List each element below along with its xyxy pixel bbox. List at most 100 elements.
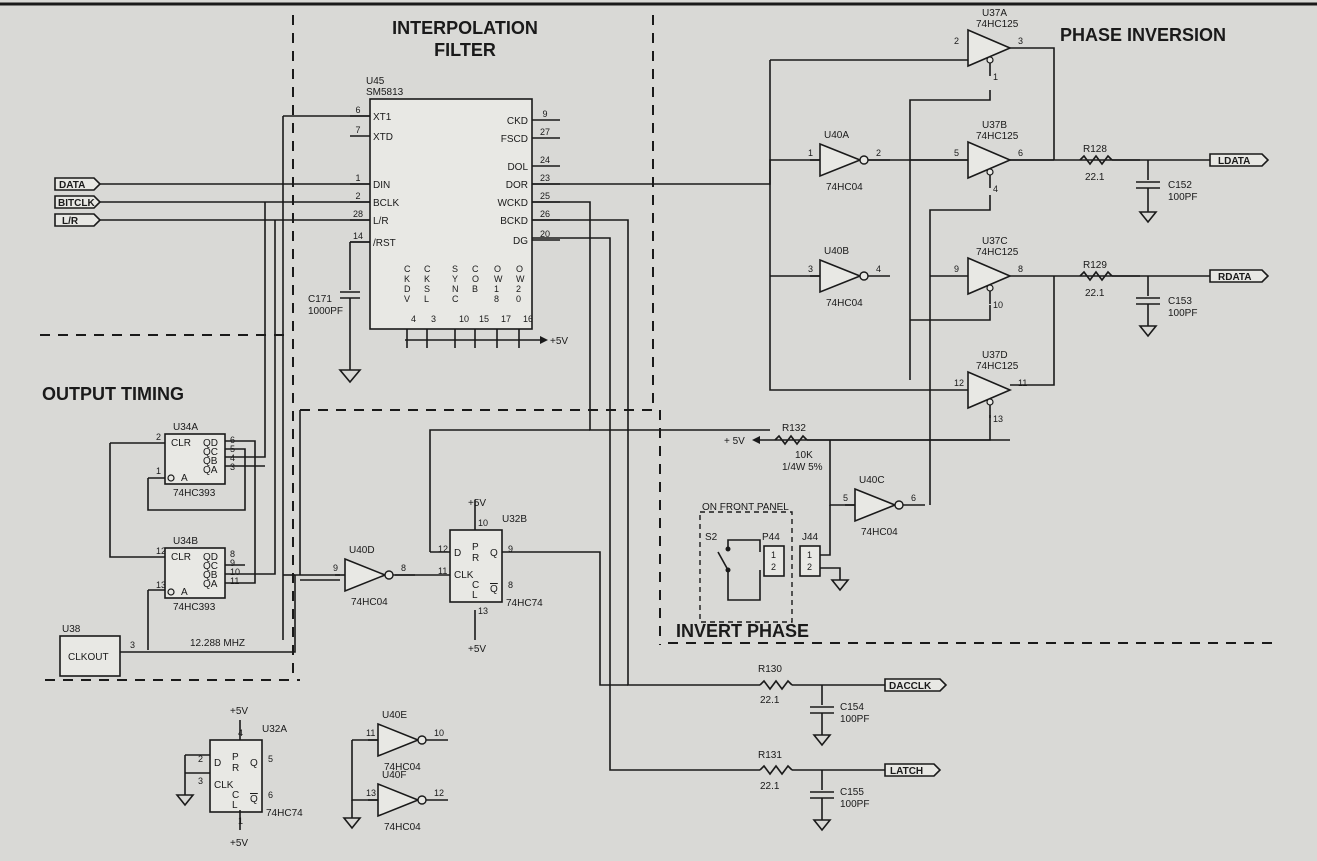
flipflop-pin-d: 12: [438, 544, 448, 554]
counter-wiring: [109, 202, 276, 650]
u45-bottom-pin-char: 0: [516, 294, 521, 304]
inverter-ref: U40A: [824, 130, 849, 141]
j44-connector: [799, 545, 821, 577]
section-title-invert-phase: INVERT PHASE: [676, 621, 809, 641]
flipflop-q: Q: [250, 758, 258, 769]
r132-ref: R132: [782, 423, 806, 434]
inverter-bubble: [859, 271, 869, 281]
inverter-ref: U40F: [382, 770, 406, 781]
output-label-rdata: RDATA: [1218, 272, 1252, 283]
counter-clock-bubble: [167, 474, 175, 482]
counter-clr-pin: 2: [156, 432, 161, 442]
counter-q-name: QD: [203, 438, 218, 449]
inverter-ref: U40E: [382, 710, 407, 721]
inverter-part: 74HC04: [826, 298, 863, 309]
flipflop-pin-q: 5: [268, 754, 273, 764]
inverter-pin-out: 8: [401, 563, 406, 573]
counter-q-pin: 11: [230, 576, 239, 586]
section-title-phase-inversion: PHASE INVERSION: [1060, 25, 1226, 45]
r130-ref: R130: [758, 664, 782, 675]
u38-body: [59, 635, 121, 677]
r130-val: 22.1: [760, 695, 780, 706]
u45-bottom-pin-char: 8: [494, 294, 499, 304]
buffer-pin-in: 5: [954, 148, 959, 158]
u45-right-pin-num: 20: [540, 229, 550, 239]
flipflop-r: R: [232, 763, 239, 774]
u45-left-pin-num: 14: [353, 231, 363, 241]
u32a-vcc-top: +5V: [230, 706, 248, 717]
u45-interpolation-filter: U45 SM5813 6XT17XTD1DIN2BCLK28L/R14/RST …: [282, 76, 1054, 771]
inverter-bubble: [417, 735, 427, 745]
buffer-pin-out: 3: [1018, 36, 1023, 46]
u38-ref: U38: [62, 624, 81, 635]
ground-icon: [830, 579, 850, 592]
flipflop-ref: U32A: [262, 724, 287, 735]
counter-body: [164, 547, 226, 599]
counter-q-pin: 3: [230, 462, 235, 472]
c155-ref: C155: [840, 787, 864, 798]
input-flag-data: [54, 177, 102, 191]
front-panel-switch: ON FRONT PANEL S2 P44 1 2 J44 1 2: [699, 502, 850, 623]
buffer-enable-bubble: [986, 168, 994, 176]
u45-bottom-pin-char: O: [472, 274, 479, 284]
u45-bottom-pin-char: N: [452, 284, 459, 294]
u45-left-pin-num: 2: [355, 191, 360, 201]
counter-q-name: QB: [203, 456, 218, 467]
buffer-ref: U37A: [982, 8, 1007, 19]
counter-body: [164, 433, 226, 485]
r129-ref: R129: [1083, 260, 1107, 271]
c171-val: 1000PF: [308, 306, 343, 317]
buffer-enable-bubble: [986, 284, 994, 292]
buffer-pin-en: 4: [993, 184, 998, 194]
u45-bottom-pin-char: C: [404, 264, 411, 274]
u45-bottom-pin-char: O: [494, 264, 501, 274]
ground-icon: [1138, 211, 1158, 224]
flipflop-q: Q: [490, 548, 498, 559]
flipflop-p: P: [232, 752, 239, 763]
buffer-pin-out: 8: [1018, 264, 1023, 274]
u45-bottom-pin-char: K: [424, 274, 430, 284]
output-flag-rdata: [1209, 269, 1270, 283]
s2-ref: S2: [705, 532, 718, 543]
inverter-part: 74HC04: [861, 527, 898, 538]
p44-pin2: 2: [771, 562, 776, 572]
output-label-latch: LATCH: [890, 766, 923, 777]
u45-left-pin-name: L/R: [373, 216, 389, 227]
u45-right-pin-name: DOL: [507, 162, 528, 173]
u38-frequency: 12.288 MHZ: [190, 638, 245, 649]
inverter-pin-out: 2: [876, 148, 881, 158]
counter-q-name: QA: [203, 465, 218, 476]
p44-connector: [763, 545, 785, 577]
u45-bottom-pin-char: C: [472, 264, 479, 274]
counter-q-name: QA: [203, 579, 218, 590]
counter-part: 74HC393: [173, 602, 216, 613]
u32b-vcc-top: +5V: [468, 498, 486, 509]
u45-right-pin-name: FSCD: [501, 134, 528, 145]
u45-bottom-pin-char: 2: [516, 284, 521, 294]
flipflop-d: D: [454, 548, 461, 559]
buffer-part: 74HC125: [976, 247, 1019, 258]
u45-bottom-pin-char: B: [472, 284, 478, 294]
flipflop-qn: Q: [490, 584, 498, 595]
flipflop-l: L: [472, 590, 478, 601]
u45-bottom-pin-char: W: [516, 274, 525, 284]
flipflop-pin-r: 13: [478, 606, 488, 616]
counter-clock-bubble: [167, 588, 175, 596]
flipflop-pin-clk: 11: [438, 566, 447, 576]
r129-val: 22.1: [1085, 288, 1105, 299]
buffer-enable-bubble: [986, 398, 994, 406]
flipflop-l: L: [232, 800, 238, 811]
section-title-interpolation: INTERPOLATION: [392, 18, 538, 38]
u45-right-pin-name: CKD: [507, 116, 528, 127]
r132-vcc-label: + 5V: [724, 436, 745, 447]
input-flag-lr: [54, 213, 102, 227]
flipflop-c: C: [472, 580, 479, 591]
j44-pin1: 1: [807, 550, 812, 560]
inverter-part: 74HC04: [384, 762, 421, 773]
u38-name: CLKOUT: [68, 652, 109, 663]
output-flag-ldata: [1209, 153, 1270, 167]
counter-q-pin: 9: [230, 558, 235, 568]
